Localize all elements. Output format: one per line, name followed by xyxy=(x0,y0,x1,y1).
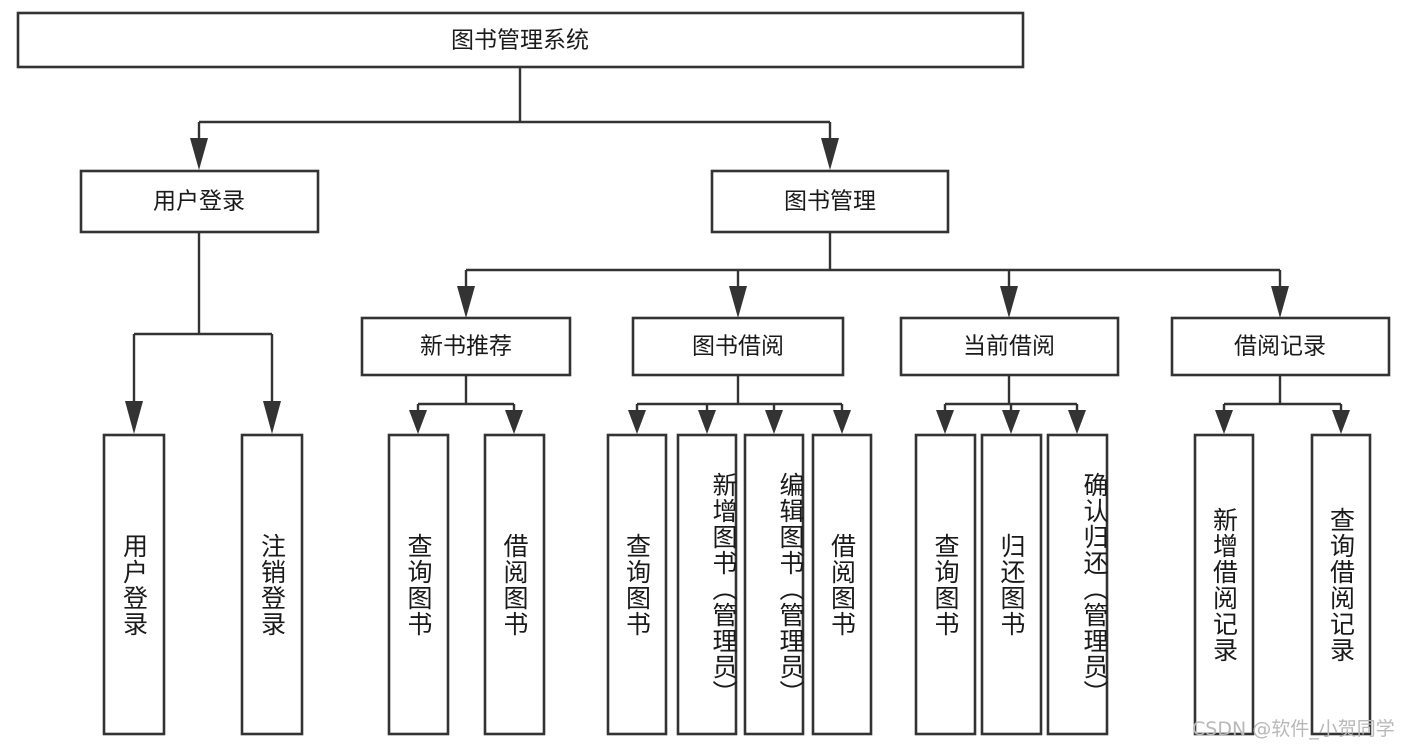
leaf-box-nb-query-book[interactable] xyxy=(387,433,450,736)
node-user-login-label: 用户登录 xyxy=(153,189,245,215)
node-new-book-recommend-label: 新书推荐 xyxy=(420,334,512,360)
node-current-borrow[interactable]: 当前借阅 xyxy=(899,316,1120,377)
leaf-box-bb-add-book[interactable] xyxy=(676,433,738,736)
arrow-head-nb-query xyxy=(409,410,427,434)
leaf-box-br-query-record[interactable] xyxy=(1310,433,1372,736)
arrow-head-leaf-user-login xyxy=(125,401,143,434)
node-user-login[interactable]: 用户登录 xyxy=(79,169,320,234)
leaf-box-bb-edit-book[interactable] xyxy=(743,433,805,736)
arrow-head-bb-edit xyxy=(765,410,783,434)
connector-user-login-to-leaves xyxy=(125,232,281,434)
node-borrow-record[interactable]: 借阅记录 xyxy=(1170,316,1391,377)
connector-book-manage-to-level3 xyxy=(457,232,1289,318)
arrow-head-nb-borrow xyxy=(505,410,523,434)
node-book-manage-box[interactable] xyxy=(710,169,950,234)
arrow-head-book-manage xyxy=(821,138,839,170)
node-current-borrow-box[interactable] xyxy=(899,316,1120,377)
leaf-box-cb-query-book[interactable] xyxy=(914,433,977,736)
arrow-head-bb-borrow xyxy=(833,410,851,434)
node-new-book-recommend-box[interactable] xyxy=(360,316,572,377)
node-root[interactable]: 图书管理系统 xyxy=(16,11,1025,69)
connector-borrow-record-to-leaves xyxy=(1215,375,1350,434)
leaf-box-user-login[interactable] xyxy=(102,433,166,736)
node-book-borrow[interactable]: 图书借阅 xyxy=(631,316,845,377)
node-book-borrow-box[interactable] xyxy=(631,316,845,377)
node-book-manage[interactable]: 图书管理 xyxy=(710,169,950,234)
node-root-box[interactable] xyxy=(16,11,1025,69)
node-user-login-box[interactable] xyxy=(79,169,320,234)
connector-book-borrow-to-leaves xyxy=(628,375,851,434)
leaf-box-bb-query-book[interactable] xyxy=(606,433,668,736)
connector-root-to-level2 xyxy=(190,67,839,170)
node-book-borrow-label: 图书借阅 xyxy=(692,334,784,360)
arrow-head-br-add xyxy=(1215,410,1233,434)
arrow-head-bb-query xyxy=(628,410,646,434)
leaf-box-cb-confirm-return[interactable] xyxy=(1046,433,1109,736)
arrow-head-book-borrow xyxy=(729,286,747,318)
arrow-head-borrow-record xyxy=(1271,286,1289,318)
arrow-head-user-login xyxy=(190,138,208,170)
connector-new-book-to-leaves xyxy=(409,375,523,434)
leaf-box-bb-borrow-book[interactable] xyxy=(811,433,873,736)
arrow-head-new-book xyxy=(457,286,475,318)
node-root-label: 图书管理系统 xyxy=(451,28,589,54)
leaf-box-br-add-record[interactable] xyxy=(1193,433,1255,736)
arrow-head-leaf-logout xyxy=(263,401,281,434)
node-book-manage-label: 图书管理 xyxy=(784,189,876,215)
connector-current-borrow-to-leaves xyxy=(936,375,1086,434)
arrow-head-cb-query xyxy=(936,410,954,434)
arrow-head-br-query xyxy=(1332,410,1350,434)
node-current-borrow-label: 当前借阅 xyxy=(963,334,1055,360)
arrow-head-bb-add xyxy=(698,410,716,434)
arrow-head-current-borrow xyxy=(1000,286,1018,318)
node-borrow-record-label: 借阅记录 xyxy=(1234,334,1326,360)
arrow-head-cb-confirm xyxy=(1068,410,1086,434)
node-borrow-record-box[interactable] xyxy=(1170,316,1391,377)
node-new-book-recommend[interactable]: 新书推荐 xyxy=(360,316,572,377)
arrow-head-cb-return xyxy=(1002,410,1020,434)
leaf-box-cb-return-book[interactable] xyxy=(980,433,1043,736)
leaf-box-logout[interactable] xyxy=(240,433,304,736)
leaf-box-nb-borrow-book[interactable] xyxy=(483,433,546,736)
